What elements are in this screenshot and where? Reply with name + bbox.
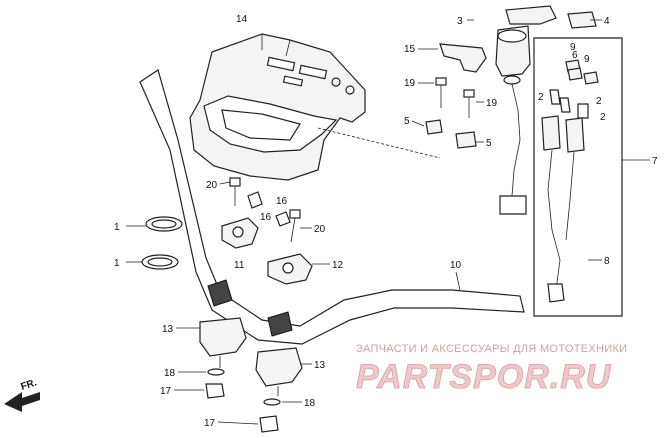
callout-6: 6 [572,50,578,61]
callout-5-left: 5 [404,116,410,127]
callout-16-mid: 16 [260,212,272,223]
upper-holder-right [267,253,313,285]
callout-17-right: 17 [204,418,216,429]
bracket-15 [439,43,487,73]
callout-2-left: 2 [538,92,544,103]
washer-18-right [263,398,281,406]
callout-1-lower: 1 [114,258,120,269]
lower-holder-left [199,317,247,368]
callout-14: 14 [236,14,248,25]
callout-9-right: 9 [584,54,590,65]
callout-8: 8 [604,256,610,267]
callout-3: 3 [457,16,463,27]
nut-16-left [247,191,263,209]
grommet-5-left [425,119,443,135]
callout-19-left: 19 [404,78,416,89]
bolt-20-left [229,177,241,206]
handlebar-cover [189,33,366,181]
callout-20-right: 20 [314,224,326,235]
ignition-switch [495,25,531,215]
callout-10: 10 [450,260,462,271]
band-clamp-upper [145,216,183,232]
grommet-5-right [455,131,477,149]
washer-18-left [207,368,225,376]
front-direction-arrow: FR. [4,377,40,412]
callout-15: 15 [404,44,416,55]
nut-17-right [259,415,279,433]
callout-2-right: 2 [596,96,602,107]
watermark-brand: PARTSPOR.RU [356,358,612,396]
leader-cover [317,127,441,159]
callout-13-left: 13 [162,324,174,335]
callout-7: 7 [652,156,658,167]
callout-4: 4 [604,16,610,27]
callout-18-right: 18 [304,398,316,409]
cap-top [505,5,557,25]
screw-19-left [435,77,447,108]
callout-16-top: 16 [276,196,288,207]
callout-1-upper: 1 [114,222,120,233]
callout-17-left: 17 [160,386,172,397]
callout-9-left: 9 [570,42,576,53]
upper-holder-left [221,217,259,249]
bolt-20-right [289,209,301,243]
lower-holder-right [255,347,303,396]
screw-19-right [463,89,475,118]
callout-20-left: 20 [206,180,218,191]
band-clamp-lower [141,254,179,270]
watermark-subtitle: ЗАПЧАСТИ И АКСЕССУАРЫ ДЛЯ МОТОТЕХНИКИ [356,343,627,355]
callout-5-right: 5 [486,138,492,149]
callout-11: 11 [234,260,245,271]
callout-2-bottom: 2 [600,112,606,123]
callout-13-right: 13 [314,360,326,371]
callout-18-left: 18 [164,368,176,379]
nut-16-right [275,211,291,227]
indicator-harness [533,37,623,317]
front-label: FR. [20,377,39,393]
callout-12: 12 [332,260,344,271]
nut-17-left [205,383,225,399]
cap-4 [567,11,597,29]
callout-19-right: 19 [486,98,498,109]
